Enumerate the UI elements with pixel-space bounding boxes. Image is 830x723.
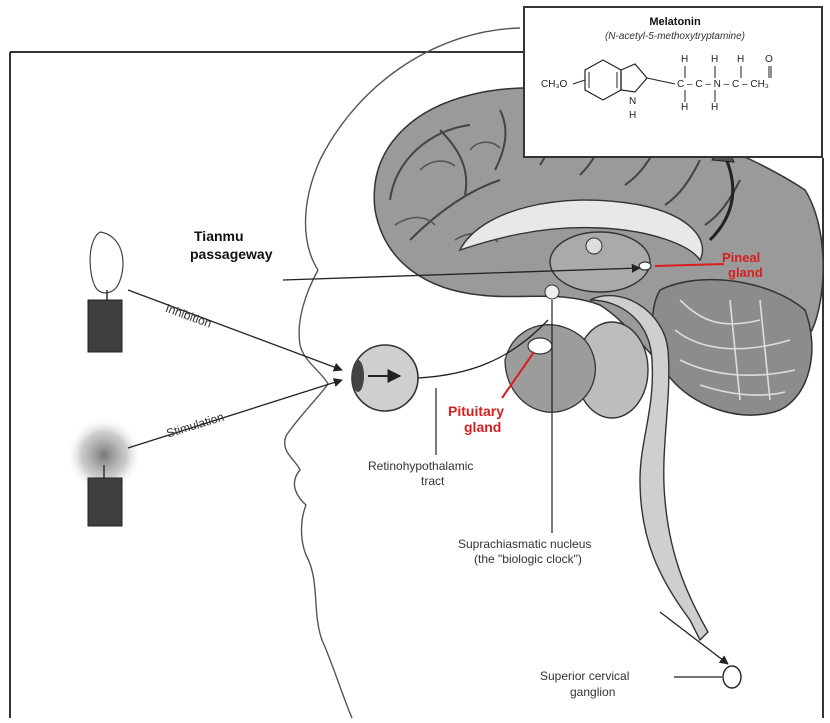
chain-hydrogen-bottom-1: H [681,102,688,113]
melatonin-structure [525,8,825,160]
methoxy-group: CH₃O [541,79,567,90]
chain-hydrogen-top-3: H [737,54,744,65]
label-scn-line2: (the "biologic clock") [474,553,582,566]
label-superior-cervical-line2: ganglion [570,686,615,699]
carbonyl-oxygen: O [765,54,773,65]
indole-nitrogen: N [629,96,636,107]
brain-illustration [374,88,823,640]
lit-candle [66,417,142,526]
indole-hydrogen: H [629,110,636,121]
label-passageway: passageway [190,247,273,263]
label-pituitary-gland-line1: Pituitary [448,404,504,420]
chain-hydrogen-top-2: H [711,54,718,65]
label-retinohypothalamic-line2: tract [421,475,444,488]
label-pineal-gland-line2: gland [728,266,763,281]
unlit-candle [88,232,123,352]
eye-illustration [352,345,418,411]
side-chain: C – C – N – C – CH₃ [677,79,769,90]
chain-hydrogen-top-1: H [681,54,688,65]
label-pineal-gland-line1: Pineal [722,251,760,266]
label-retinohypothalamic-line1: Retinohypothalamic [368,460,473,473]
melatonin-inset: Melatonin (N-acetyl-5-methoxytryptamine)… [523,6,823,158]
label-superior-cervical-line1: Superior cervical [540,670,629,683]
label-pituitary-gland-line2: gland [464,420,501,436]
label-tianmu: Tianmu [194,229,244,245]
label-scn-line1: Suprachiasmatic nucleus [458,538,591,551]
chain-hydrogen-bottom-2: H [711,102,718,113]
